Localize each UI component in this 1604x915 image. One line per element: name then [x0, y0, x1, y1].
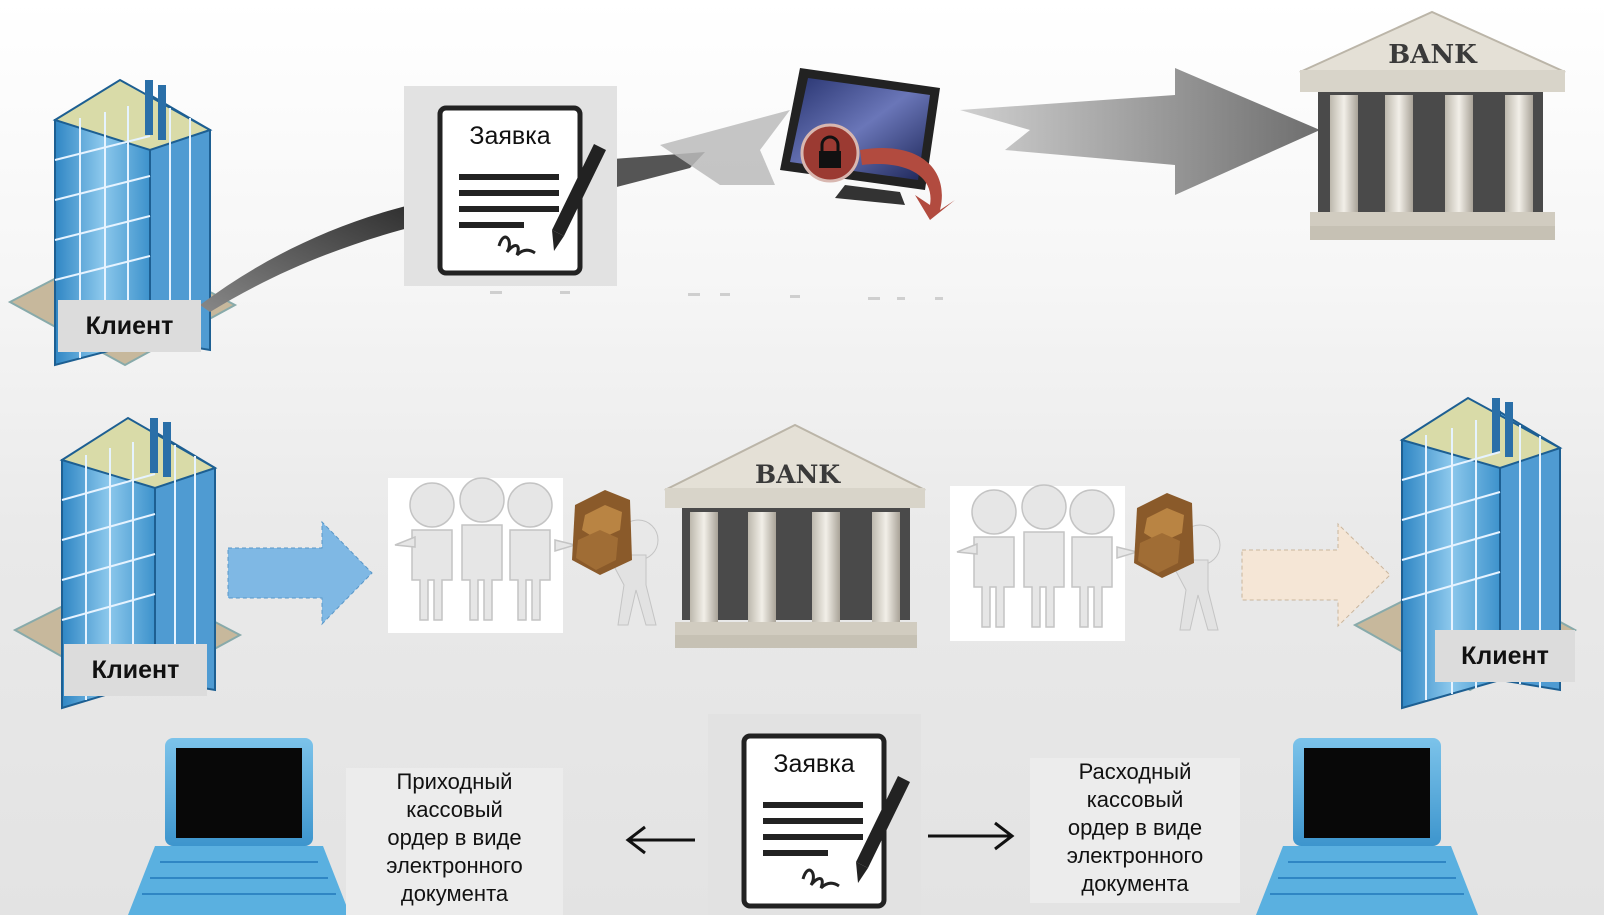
client-label-bottom-right: Клиент — [1435, 630, 1575, 682]
outgoing-order-line: документа — [1081, 871, 1189, 896]
request-title-bottom: Заявка — [754, 744, 874, 784]
client-label-top-left: Клиент — [58, 300, 201, 352]
request-card-bottom: Заявка — [708, 714, 921, 915]
outgoing-arrow — [1241, 522, 1391, 628]
bank-building-top — [1299, 10, 1566, 240]
incoming-order-line: Приходный — [396, 769, 513, 794]
incoming-order-line: документа — [400, 881, 509, 906]
client-label-bottom-left: Клиент — [64, 644, 207, 696]
outgoing-order-line: Расходный — [1078, 759, 1192, 784]
bank-building-middle — [664, 423, 926, 648]
incoming-order-line: ордер в виде — [387, 825, 522, 850]
money-carrier-icon-left — [572, 490, 659, 626]
arrow-to-outgoing-order — [928, 821, 1015, 851]
incoming-cash-order-text: Приходный кассовый ордер в виде электрон… — [346, 768, 563, 915]
bank-label-middle: BANK — [754, 460, 841, 489]
laptop-icon-left — [128, 738, 350, 915]
people-group-icon-right — [950, 484, 1140, 641]
people-group-icon-left — [388, 477, 578, 633]
swoosh-arrow — [200, 205, 420, 312]
arrow-to-bank-top — [660, 68, 1320, 195]
outgoing-cash-order-text: Расходный кассовый ордер в виде электрон… — [1030, 758, 1240, 903]
outgoing-order-line: ордер в виде — [1067, 815, 1203, 840]
arrow-to-incoming-order — [625, 825, 695, 855]
outgoing-order-line: электронного — [1066, 843, 1204, 868]
secure-monitor-icon — [780, 68, 955, 220]
bank-label-top: BANK — [1388, 40, 1477, 70]
separator-dashes — [490, 291, 943, 300]
money-carrier-icon-right — [1134, 493, 1221, 631]
request-title-top: Заявка — [450, 116, 570, 156]
request-card-top: Заявка — [404, 86, 617, 286]
laptop-icon-right — [1256, 738, 1478, 915]
incoming-order-line: кассовый — [406, 797, 503, 822]
incoming-arrow — [227, 520, 373, 626]
incoming-order-line: электронного — [386, 853, 523, 878]
outgoing-order-line: кассовый — [1086, 787, 1184, 812]
